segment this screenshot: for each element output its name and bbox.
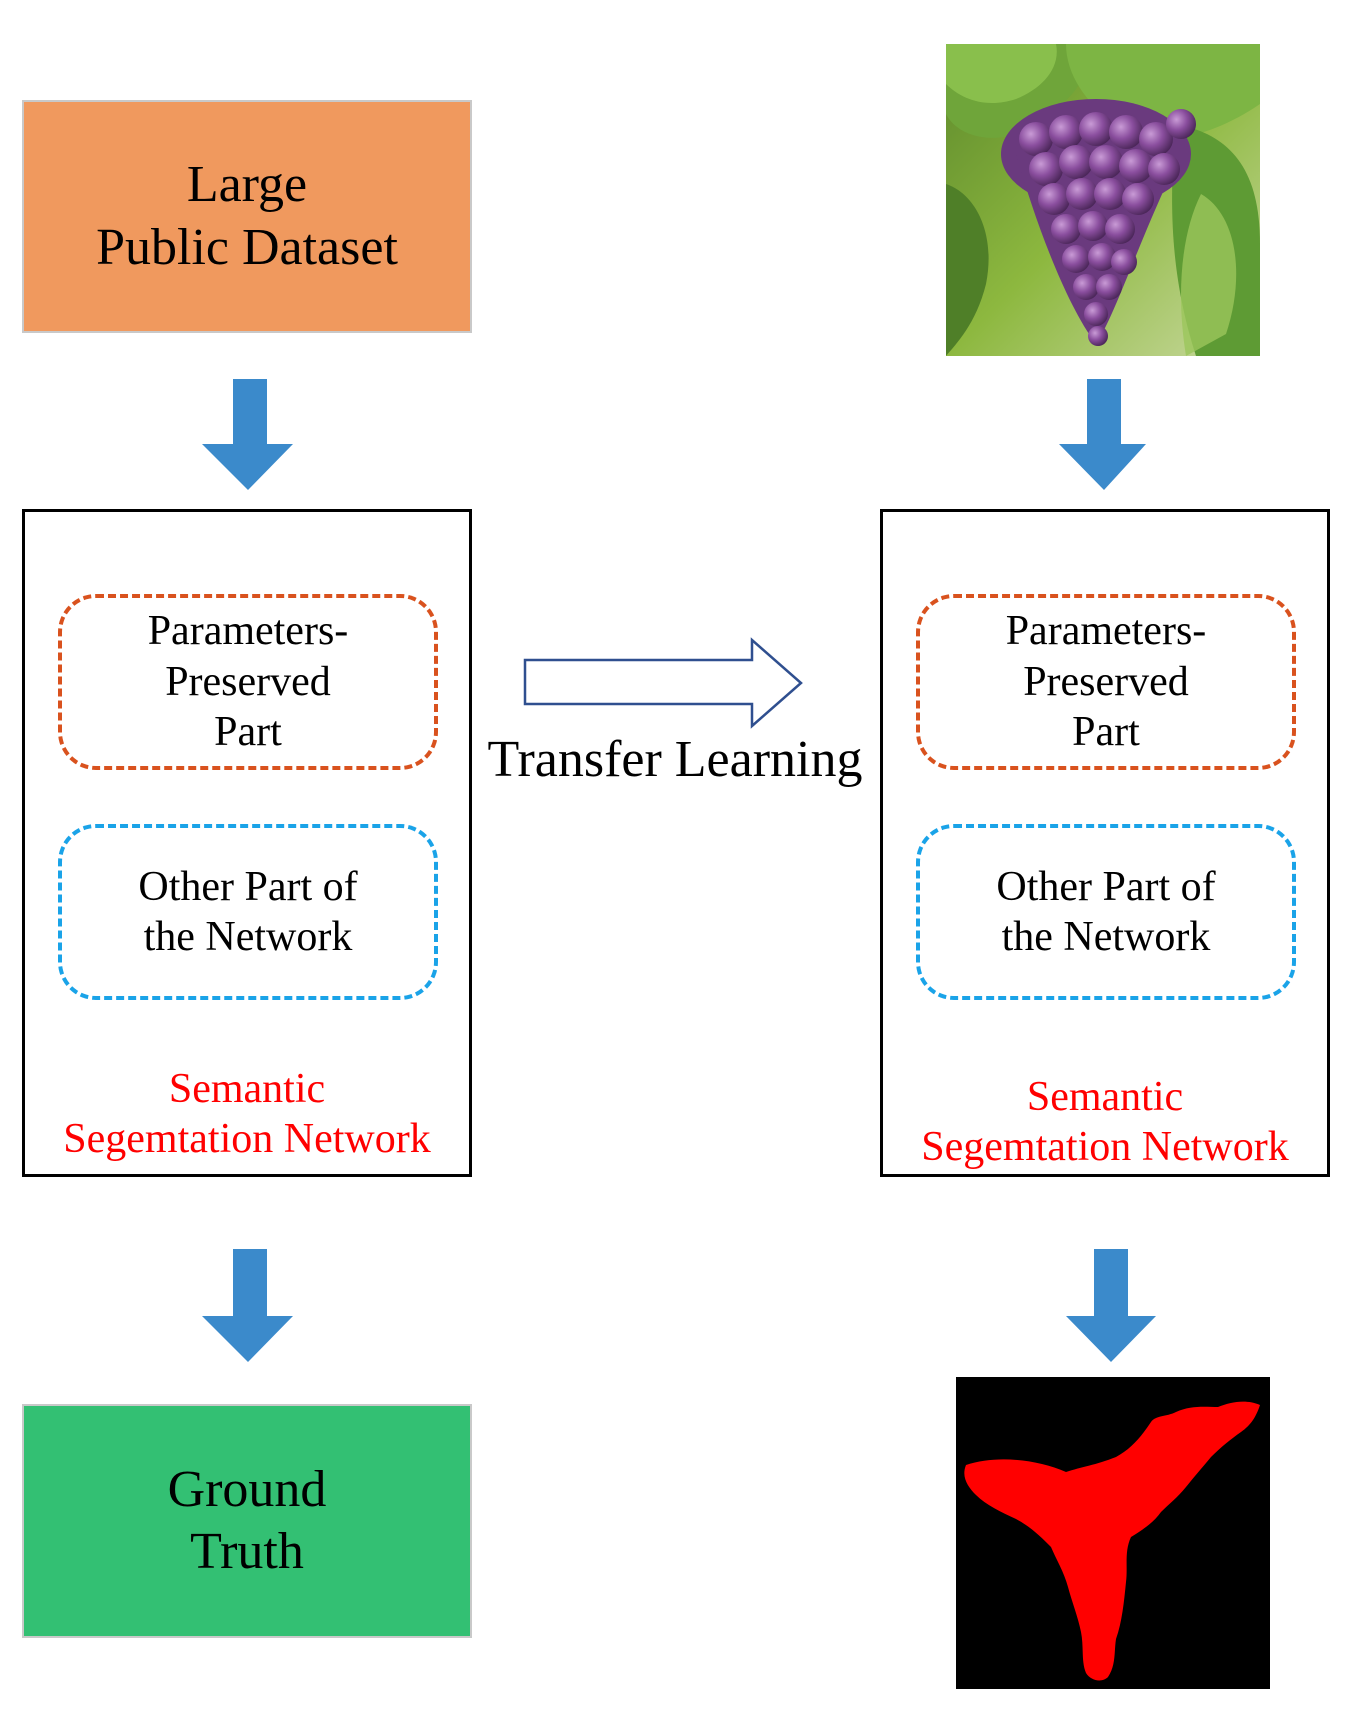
other-line1: Other Part of: [138, 863, 358, 910]
arrow-down-icon: [202, 1249, 293, 1362]
grape-bunch: [1001, 99, 1196, 346]
preserved-line1: Parameters-: [1005, 608, 1207, 655]
preserved-part-box: Parameters- Preserved Part: [58, 594, 438, 770]
other-line1: Other Part of: [996, 863, 1216, 910]
preserved-line1: Parameters-: [147, 608, 349, 655]
other-line2: the Network: [1001, 914, 1211, 960]
other-part-box: Other Part of the Network: [916, 824, 1296, 1000]
transfer-arrow-icon: [523, 637, 803, 729]
arrow-down-icon: [1059, 379, 1146, 490]
source-dataset-line2: Public Dataset: [96, 218, 398, 276]
right-network-box: Parameters- Preserved Part Other Part of…: [880, 509, 1330, 1177]
ground-truth-line2: Truth: [190, 1523, 304, 1580]
network-title: Semantic Segemtation Network: [883, 1062, 1327, 1182]
network-title-line2: Segemtation Network: [63, 1116, 431, 1162]
ground-truth-box: Ground Truth: [22, 1404, 472, 1638]
other-line2: the Network: [143, 914, 353, 960]
network-title: Semantic Segemtation Network: [25, 1054, 469, 1174]
preserved-line2: Preserved: [1023, 658, 1189, 705]
other-part-box: Other Part of the Network: [58, 824, 438, 1000]
arrow-down-icon: [1066, 1249, 1156, 1362]
network-title-line1: Semantic: [1026, 1073, 1184, 1120]
transfer-learning-label: Transfer Learning: [487, 731, 863, 788]
source-dataset-line1: Large: [186, 156, 308, 214]
arrow-down-icon: [202, 379, 293, 490]
preserved-line2: Preserved: [165, 658, 331, 705]
preserved-line3: Part: [214, 709, 282, 756]
ground-truth-line1: Ground: [167, 1460, 327, 1518]
grape-cluster-photo: [946, 44, 1260, 356]
segmentation-mask-image: [956, 1377, 1270, 1689]
left-network-box: Parameters- Preserved Part Other Part of…: [22, 509, 472, 1177]
network-title-line1: Semantic: [168, 1065, 326, 1112]
source-dataset-box: Large Public Dataset: [22, 100, 472, 333]
preserved-line3: Part: [1072, 709, 1140, 756]
preserved-part-box: Parameters- Preserved Part: [916, 594, 1296, 770]
mask-region: [964, 1401, 1260, 1681]
network-title-line2: Segemtation Network: [921, 1124, 1289, 1170]
